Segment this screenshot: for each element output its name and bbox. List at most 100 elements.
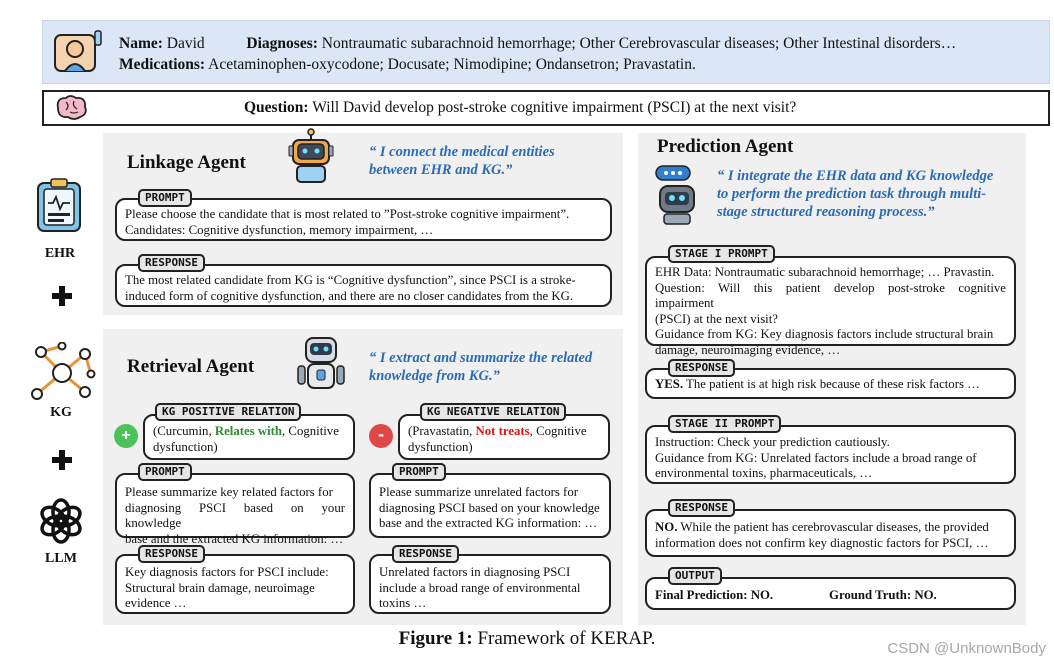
negative-sign-icon: - xyxy=(369,424,393,448)
retrieval-left-prompt-line2: diagnosing PSCI based on your knowledge xyxy=(125,500,345,531)
stage2-response-box: NO. While the patient has cerebrovascula… xyxy=(645,509,1016,557)
stage1-line1: EHR Data: Nontraumatic subarachnoid hemo… xyxy=(655,265,995,279)
prediction-quote-line2: to perform the prediction task through m… xyxy=(717,186,987,202)
prediction-quote: “ I integrate the EHR data and KG knowle… xyxy=(717,167,993,221)
prediction-robot-icon xyxy=(655,165,695,225)
retrieval-left-response-tag: RESPONSE xyxy=(138,545,205,563)
linkage-response-tag: RESPONSE xyxy=(138,254,205,272)
retrieval-left-response-box: Key diagnosis factors for PSCI include: … xyxy=(115,554,355,614)
stage1-line4: Guidance from KG: Key diagnosis factors … xyxy=(655,327,994,341)
retrieval-left-response-line3: evidence … xyxy=(125,596,187,610)
positive-relation-type: Relates with xyxy=(214,424,283,438)
diagnoses-text: Nontraumatic subarachnoid hemorrhage; Ot… xyxy=(321,35,957,52)
retrieval-right-response-line1: Unrelated factors in diagnosing PSCI xyxy=(379,565,571,579)
stage1-line3: (PSCI) at the next visit? xyxy=(655,311,778,326)
plus-icon xyxy=(52,450,72,470)
caption-label: Figure 1: xyxy=(398,628,473,649)
medications-label: Medications: xyxy=(119,56,206,73)
kg-positive-relation-tag: KG POSITIVE RELATION xyxy=(155,403,302,421)
stage1-prompt-tag: STAGE I PROMPT xyxy=(668,245,775,263)
figure-caption: Figure 1: Framework of KERAP. xyxy=(0,628,1054,650)
linkage-agent-title: Linkage Agent xyxy=(127,152,246,173)
llm-logo-icon xyxy=(40,498,82,544)
brain-icon xyxy=(56,95,87,120)
prediction-agent-title: Prediction Agent xyxy=(657,136,794,157)
retrieval-right-prompt-tag: PROMPT xyxy=(392,463,446,481)
retrieval-left-response-line2: Structural brain damage, neuroimage xyxy=(125,580,315,595)
stage2-response-tag: RESPONSE xyxy=(668,499,735,517)
retrieval-right-response-line3: toxins … xyxy=(379,596,427,610)
retrieval-right-response-box: Unrelated factors in diagnosing PSCI inc… xyxy=(369,554,611,614)
retrieval-left-prompt-box: Please summarize key related factors for… xyxy=(115,473,355,546)
stage2-prompt-box: Instruction: Check your prediction cauti… xyxy=(645,425,1016,484)
negative-relation-type: Not treats xyxy=(475,424,530,438)
linkage-response-line2: induced form of cognitive dysfunction, a… xyxy=(125,288,574,303)
patient-info-banner: Name: David Diagnoses: Nontraumatic suba… xyxy=(42,20,1050,84)
linkage-response-line1: The most related candidate from KG is “C… xyxy=(125,273,576,287)
stage1-line2: Question: Will this patient develop post… xyxy=(655,280,1006,311)
retrieval-right-prompt-line1: Please summarize unrelated factors for xyxy=(379,485,578,499)
patient-name: David xyxy=(166,35,205,52)
retrieval-agent-title: Retrieval Agent xyxy=(127,356,255,377)
name-label: Name: xyxy=(119,35,163,52)
prediction-quote-line1: “ I integrate the EHR data and KG knowle… xyxy=(717,168,994,184)
caption-text: Framework of KERAP. xyxy=(472,628,656,649)
llm-label: LLM xyxy=(45,551,77,566)
retrieval-left-prompt-tag: PROMPT xyxy=(138,463,192,481)
stage2-line1: Instruction: Check your prediction cauti… xyxy=(655,435,890,449)
plus-icon xyxy=(52,286,72,306)
linkage-prompt-box: Please choose the candidate that is most… xyxy=(115,198,612,241)
stage2-response-verdict: NO. xyxy=(655,520,678,534)
stage2-response-line2: information does not confirm key diagnos… xyxy=(655,535,989,550)
stage1-line5: damage, neuroimaging evidence, … xyxy=(655,342,841,357)
retrieval-left-response-line1: Key diagnosis factors for PSCI include: xyxy=(125,565,329,579)
ehr-label: EHR xyxy=(44,246,76,261)
linkage-quote: “ I connect the medical entities between… xyxy=(369,143,555,179)
retrieval-right-response-tag: RESPONSE xyxy=(392,545,459,563)
question-box: Question: Will David develop post-stroke… xyxy=(42,90,1050,126)
ground-truth: Ground Truth: NO. xyxy=(829,588,937,602)
positive-relation-tail: , Cognitive xyxy=(282,424,339,438)
question-text: Will David develop post-stroke cognitive… xyxy=(312,99,797,116)
linkage-prompt-tag: PROMPT xyxy=(138,189,192,207)
stage2-response-line1: While the patient has cerebrovascular di… xyxy=(677,520,989,534)
linkage-prompt-line2: Candidates: Cognitive dysfunction, memor… xyxy=(125,222,434,237)
stage1-prompt-box: EHR Data: Nontraumatic subarachnoid hemo… xyxy=(645,256,1016,357)
ehr-clipboard-icon xyxy=(37,178,81,232)
stage1-response-verdict: YES. xyxy=(655,377,684,391)
negative-relation-head: (Pravastatin, xyxy=(408,424,476,438)
stage1-response-box: YES. The patient is at high risk because… xyxy=(645,368,1016,399)
linkage-quote-line1: “ I connect the medical entities xyxy=(369,144,555,160)
positive-sign-icon: + xyxy=(114,424,138,448)
output-box: Final Prediction: NO. Ground Truth: NO. xyxy=(645,577,1016,610)
retrieval-robot-icon xyxy=(297,337,345,389)
stage2-line2: Guidance from KG: Unrelated factors incl… xyxy=(655,450,977,465)
stage1-response-text: The patient is at high risk because of t… xyxy=(683,377,980,391)
knowledge-graph-icon xyxy=(31,342,96,400)
retrieval-right-prompt-box: Please summarize unrelated factors for d… xyxy=(369,473,611,538)
retrieval-right-response-line2: include a broad range of environmental xyxy=(379,580,581,595)
retrieval-quote: “ I extract and summarize the related kn… xyxy=(369,349,592,385)
question-label: Question: xyxy=(244,99,309,116)
linkage-quote-line2: between EHR and KG.” xyxy=(369,162,513,178)
retrieval-left-prompt-line3: base and the extracted KG information: … xyxy=(125,531,344,546)
negative-relation-tail: , Cognitive xyxy=(529,424,587,438)
retrieval-quote-line2: knowledge from KG.” xyxy=(369,368,500,384)
diagnoses-label: Diagnoses: xyxy=(246,35,318,52)
positive-relation-head: (Curcumin, xyxy=(153,424,215,438)
linkage-prompt-line1: Please choose the candidate that is most… xyxy=(125,207,570,221)
retrieval-left-prompt-line1: Please summarize key related factors for xyxy=(125,485,333,499)
kg-negative-relation-box: (Pravastatin, Not treats, Cognitive dysf… xyxy=(398,414,610,460)
prediction-quote-line3: stage structured reasoning process.” xyxy=(717,204,935,220)
medications-text: Acetaminophen-oxycodone; Docusate; Nimod… xyxy=(208,56,696,73)
positive-relation-line2: dysfunction) xyxy=(153,439,218,454)
negative-relation-line2: dysfunction) xyxy=(408,439,473,454)
retrieval-quote-line1: “ I extract and summarize the related xyxy=(369,350,593,366)
kg-label: KG xyxy=(50,405,72,420)
linkage-response-box: The most related candidate from KG is “C… xyxy=(115,264,612,307)
watermark: CSDN @UnknownBody xyxy=(887,640,1046,657)
linkage-robot-icon xyxy=(288,128,334,183)
patient-bed-icon xyxy=(54,30,102,72)
retrieval-right-prompt-line2: diagnosing PSCI based on your knowledge xyxy=(379,500,600,515)
retrieval-right-prompt-line3: base and the extracted KG information: … xyxy=(379,516,598,530)
